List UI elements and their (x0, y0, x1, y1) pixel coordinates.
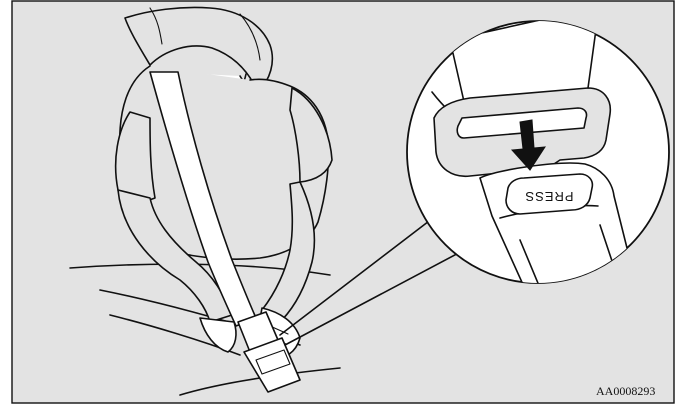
figure-reference-code: AA0008293 (596, 384, 655, 399)
press-button-label: PRESS (524, 189, 573, 204)
